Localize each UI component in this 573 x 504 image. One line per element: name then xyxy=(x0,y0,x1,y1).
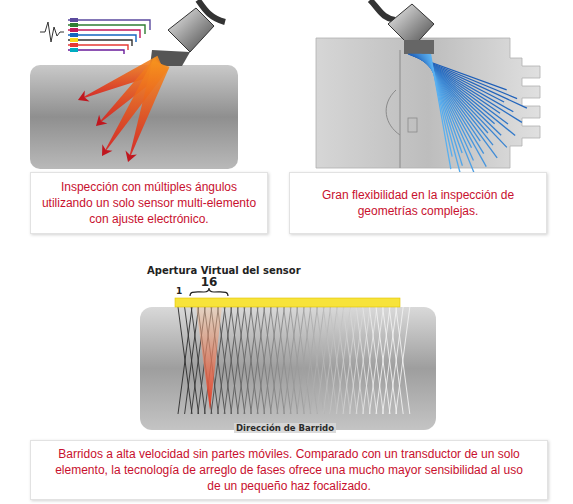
scan-line xyxy=(257,307,271,414)
scan-line xyxy=(257,307,271,414)
scan-line xyxy=(317,307,331,414)
brace xyxy=(190,288,228,296)
scan-line xyxy=(185,307,199,414)
scan-line xyxy=(251,307,265,414)
beam xyxy=(429,54,462,179)
scan-line xyxy=(303,307,317,414)
scan-line xyxy=(389,307,403,414)
beam xyxy=(431,54,451,169)
scan-line xyxy=(350,307,364,414)
scan-line xyxy=(244,307,258,414)
scan-line xyxy=(396,307,410,414)
scan-line xyxy=(376,307,390,414)
scan-line xyxy=(343,307,357,414)
scan-line xyxy=(277,307,291,414)
scan-line xyxy=(270,307,284,414)
scan-direction-label: Dirección de Barrido xyxy=(234,423,336,433)
scan-line xyxy=(363,307,377,414)
scan-line xyxy=(396,307,410,414)
focused-beam xyxy=(196,307,222,410)
scan-line xyxy=(224,307,238,414)
scan-line xyxy=(323,307,337,414)
element-count: 16 xyxy=(201,275,218,289)
scan-line xyxy=(356,307,370,414)
scan-line xyxy=(185,307,199,414)
scan-line xyxy=(251,307,265,414)
beams xyxy=(408,54,527,179)
caption-text: Barridos a alta velocidad sin partes móv… xyxy=(49,446,529,495)
beam-head xyxy=(96,115,107,126)
scan-line xyxy=(383,307,397,414)
test-block xyxy=(140,307,436,430)
scan-line xyxy=(231,307,245,414)
scan-line xyxy=(297,307,311,414)
beam xyxy=(422,54,483,154)
scan-line xyxy=(363,307,377,414)
scan-line xyxy=(270,307,284,414)
scan-line xyxy=(264,307,278,414)
scan-line xyxy=(336,307,350,414)
scan-line xyxy=(297,307,311,414)
scan-line xyxy=(336,307,350,414)
cable xyxy=(370,0,395,20)
weld-profile xyxy=(386,50,400,168)
wire-markers xyxy=(70,18,78,52)
beam xyxy=(128,61,170,162)
scan-line xyxy=(264,307,278,414)
scan-line xyxy=(284,307,298,414)
aperture-label: Apertura Virtual del sensor xyxy=(147,265,301,276)
caption-box: Gran flexibilidad en la inspección de ge… xyxy=(289,172,547,234)
scan-line xyxy=(231,307,245,414)
beam-head xyxy=(126,151,137,162)
scan-line xyxy=(356,307,370,414)
probe-wedge xyxy=(404,40,434,54)
scan-line xyxy=(303,307,317,414)
scan-line xyxy=(224,307,238,414)
scan-line xyxy=(178,307,192,414)
scan-line xyxy=(290,307,304,414)
beam xyxy=(423,54,486,167)
scan-line xyxy=(237,307,251,414)
beam-head xyxy=(78,91,90,102)
complex-part xyxy=(316,38,540,168)
scan-line xyxy=(178,307,192,414)
scan-line xyxy=(244,307,258,414)
scan-line xyxy=(237,307,251,414)
scan-line xyxy=(350,307,364,414)
scan-line xyxy=(343,307,357,414)
beams xyxy=(78,56,170,162)
scan-line xyxy=(376,307,390,414)
weld-mark xyxy=(408,118,417,132)
beam-head xyxy=(102,144,112,156)
caption-box: Barridos a alta velocidad sin partes móv… xyxy=(30,440,548,500)
beam xyxy=(426,54,474,174)
scan-line xyxy=(369,307,383,414)
scan-line xyxy=(369,307,383,414)
scan-line xyxy=(277,307,291,414)
scan-lines xyxy=(178,307,410,414)
virtual-aperture xyxy=(175,298,400,307)
scan-line xyxy=(330,307,344,414)
scan-line xyxy=(389,307,403,414)
scan-line xyxy=(310,307,324,414)
scan-line xyxy=(290,307,304,414)
probe xyxy=(168,8,214,52)
signal-wave xyxy=(40,22,64,42)
channel-wires xyxy=(68,20,150,54)
scan-line xyxy=(323,307,337,414)
scan-line xyxy=(383,307,397,414)
scan-line xyxy=(317,307,331,414)
caption-box: Inspección con múltiples ángulos utiliza… xyxy=(30,172,268,234)
caption-text: Gran flexibilidad en la inspección de ge… xyxy=(303,187,533,219)
scan-line xyxy=(284,307,298,414)
element-number: 1 xyxy=(176,286,182,296)
scan-line xyxy=(310,307,324,414)
caption-text: Inspección con múltiples ángulos utiliza… xyxy=(37,179,262,228)
scan-line xyxy=(330,307,344,414)
